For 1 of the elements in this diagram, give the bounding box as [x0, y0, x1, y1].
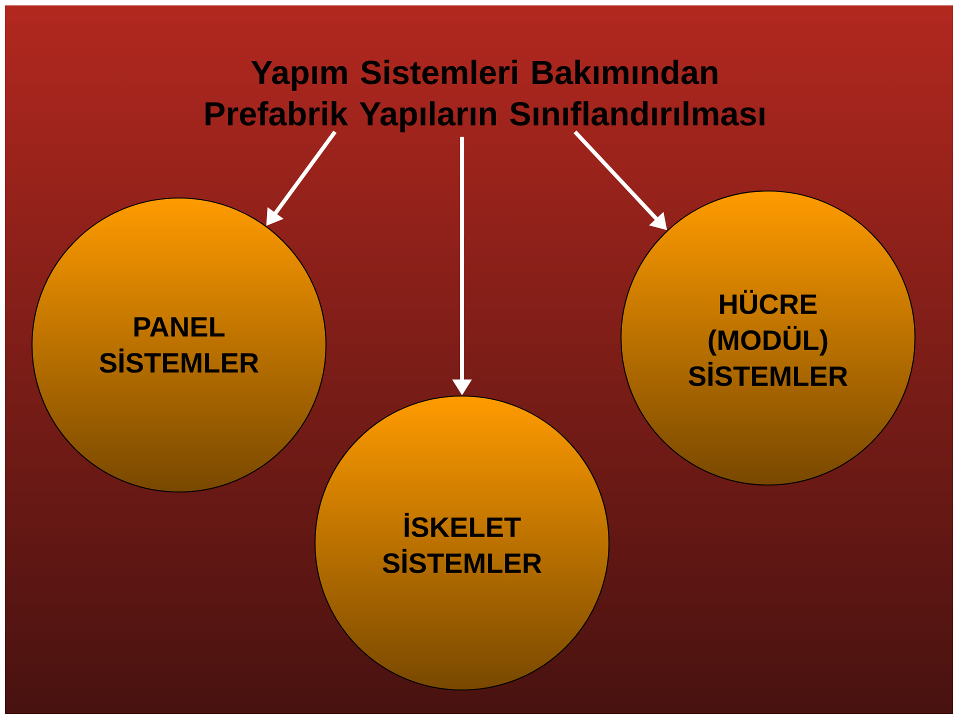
title-text: Yapım Sistemleri Bakımından Prefabrik Yapıların Sınıflandırılması	[206, 60, 764, 132]
